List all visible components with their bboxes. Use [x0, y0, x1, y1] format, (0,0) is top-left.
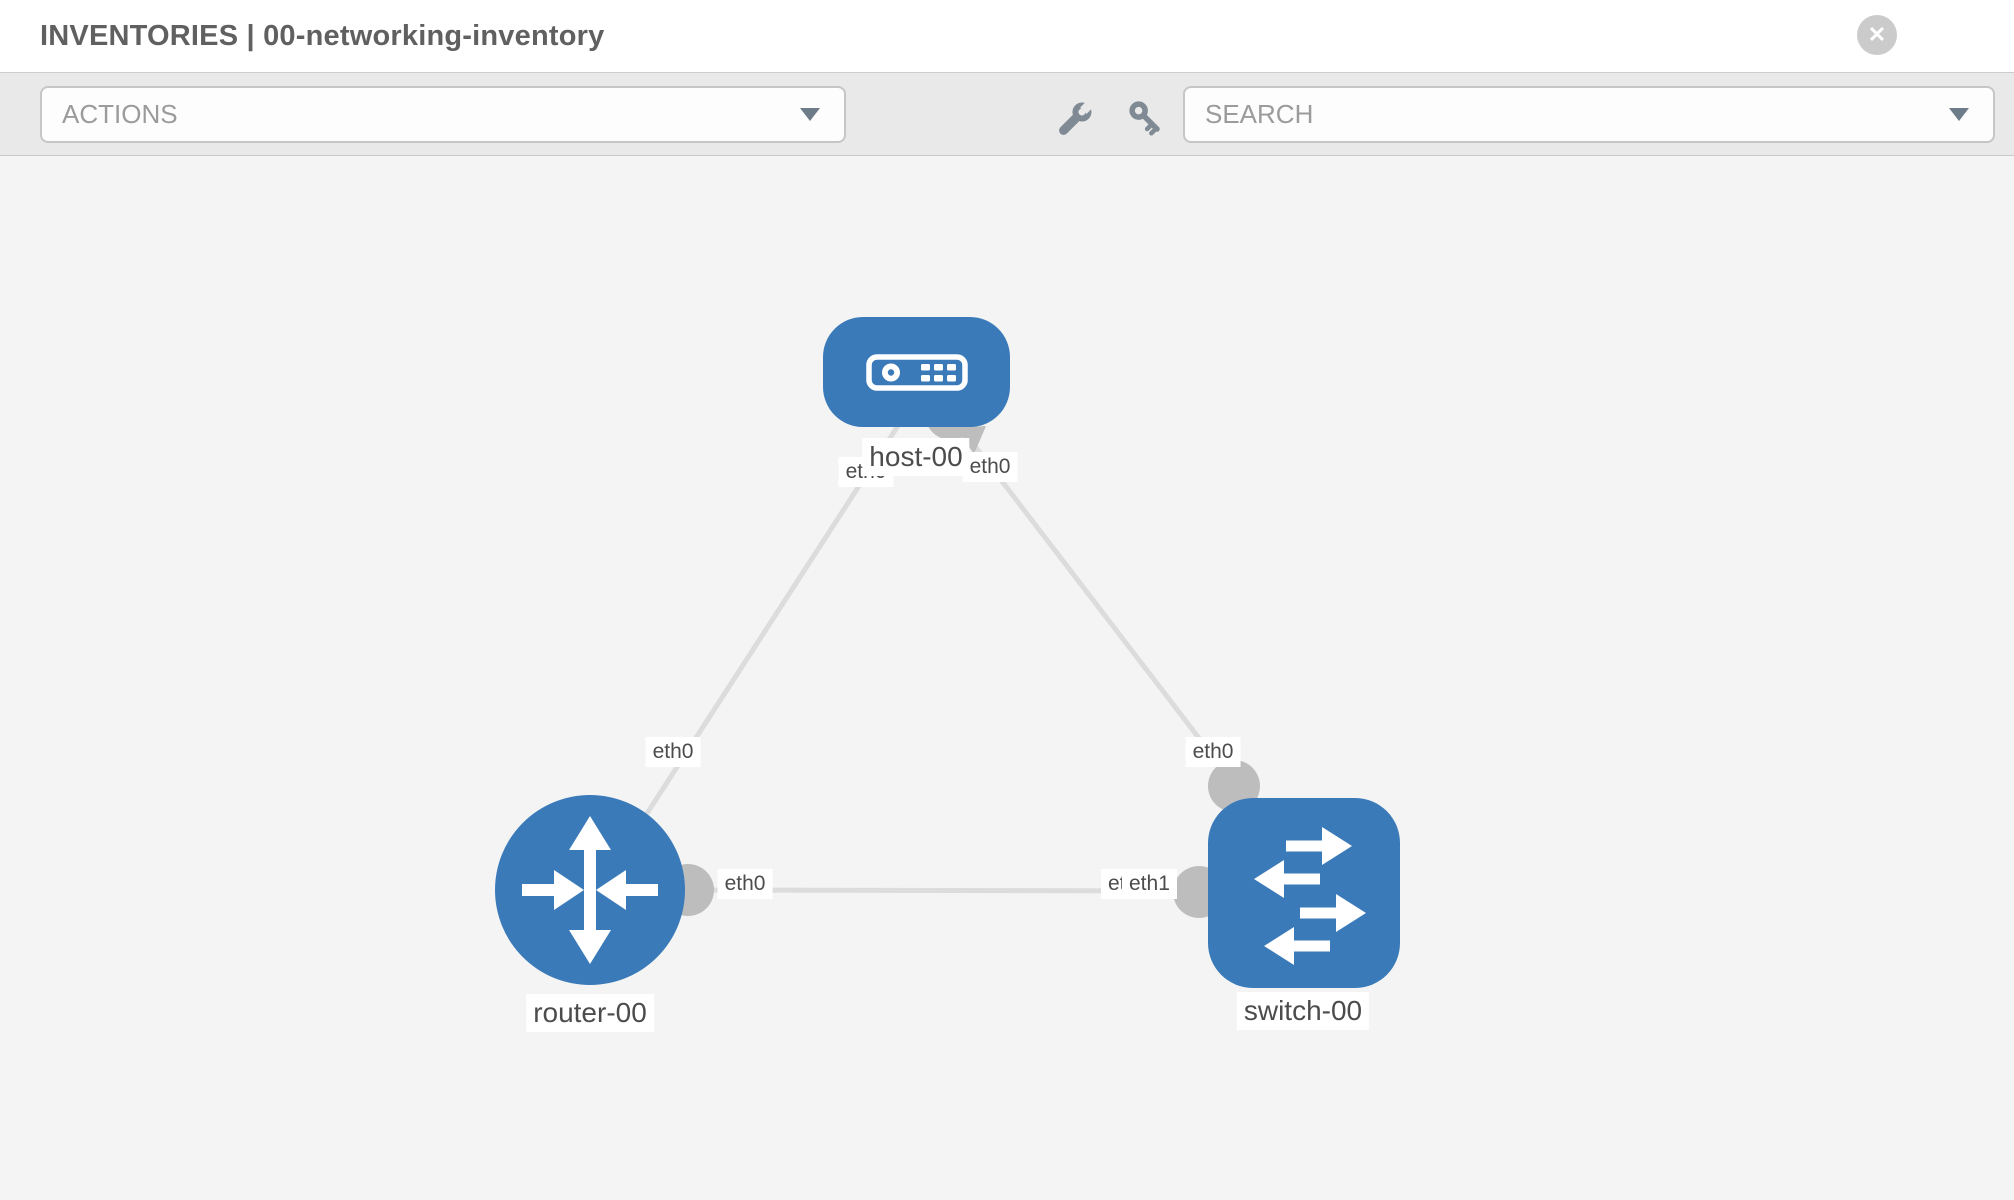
node-label-router: router-00 — [526, 994, 654, 1032]
node-router-00[interactable] — [495, 795, 685, 985]
node-switch-00[interactable] — [1208, 798, 1400, 988]
interface-label: eth0 — [1185, 737, 1241, 767]
chevron-down-icon — [1949, 108, 1969, 121]
link-host-router[interactable] — [597, 416, 906, 888]
wrench-glyph — [1059, 98, 1096, 135]
interface-label: eth0 — [962, 452, 1018, 482]
close-icon[interactable]: ✕ — [1857, 15, 1897, 55]
actions-dropdown[interactable]: ACTIONS — [40, 86, 846, 143]
router-icon — [522, 816, 658, 964]
window-header: INVENTORIES | 00-networking-inventory ✕ — [0, 0, 2014, 72]
toolbar: ACTIONS SEARCH — [0, 72, 2014, 156]
switch-icon — [1254, 827, 1366, 965]
interface-label: eth1 — [1122, 869, 1177, 899]
search-placeholder: SEARCH — [1205, 99, 1314, 129]
link-arrowhead — [956, 426, 986, 454]
link-host-switch[interactable] — [956, 422, 1240, 791]
actions-dropdown-label: ACTIONS — [62, 99, 178, 129]
host-icon — [866, 354, 968, 391]
topology-svg — [495, 317, 1400, 988]
topology-canvas[interactable]: eth0 host-00 eth0 eth0 eth0 eth0 eth0 et… — [0, 156, 2014, 1200]
key-glyph — [1129, 101, 1160, 136]
key-icon[interactable] — [1122, 94, 1168, 140]
wrench-icon[interactable] — [1054, 94, 1100, 140]
search-dropdown[interactable]: SEARCH — [1183, 86, 1995, 143]
page-title: INVENTORIES | 00-networking-inventory — [40, 20, 605, 52]
node-label-switch: switch-00 — [1236, 992, 1370, 1030]
interface-label: eth0 — [645, 737, 701, 767]
chevron-down-icon — [800, 108, 820, 121]
interface-label: eth0 — [717, 869, 773, 899]
node-label-host: host-00 — [862, 438, 970, 476]
node-host-00[interactable] — [823, 317, 1010, 427]
